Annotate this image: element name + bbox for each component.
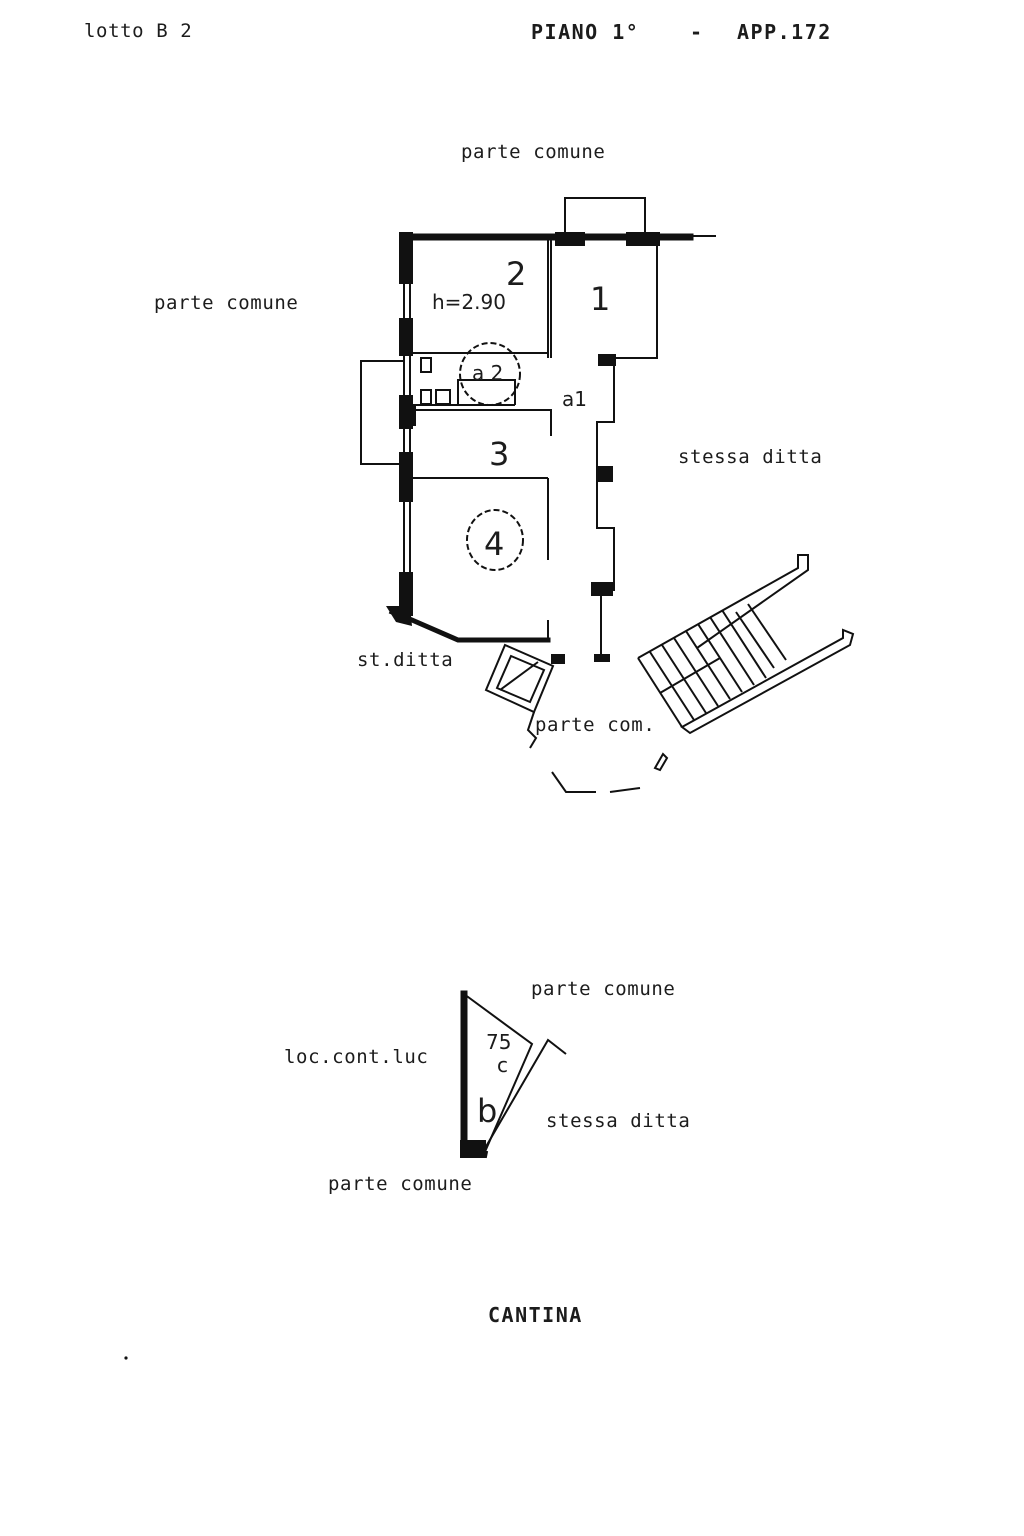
lot-label: lotto B 2: [84, 20, 192, 42]
cellar-neighbour-bottom: parte comune: [328, 1173, 472, 1195]
room-4-label: 4: [484, 525, 504, 563]
neighbour-left-label: parte comune: [154, 292, 298, 314]
neighbour-bottom-left-label: st.ditta: [357, 649, 453, 671]
staircase: [637, 554, 855, 735]
cellar-neighbour-left: loc.cont.luc: [284, 1046, 428, 1068]
room-2-height: h=2.90: [432, 290, 506, 314]
scan-speck: [124, 1356, 128, 1360]
room-a2-label: a 2: [472, 361, 503, 385]
room-1-label: 1: [590, 280, 610, 318]
room-2-label: 2: [506, 255, 526, 293]
apartment-walls: [360, 197, 716, 793]
cellar-title: CANTINA: [488, 1303, 583, 1327]
room-3-label: 3: [489, 435, 509, 473]
neighbour-top-label: parte comune: [461, 141, 605, 163]
cellar-room-label: b: [477, 1092, 497, 1130]
room-a1-label: a1: [562, 387, 587, 411]
cellar-number: 75: [486, 1030, 511, 1054]
cellar-sub-label: c: [497, 1053, 508, 1077]
neighbour-bottom-label: parte com.: [535, 714, 655, 736]
apartment-label: APP.172: [737, 20, 832, 44]
cellar-neighbour-right: stessa ditta: [546, 1110, 690, 1132]
neighbour-right-label: stessa ditta: [678, 446, 822, 468]
cellar-neighbour-top: parte comune: [531, 978, 675, 1000]
cellar-walls: [460, 990, 567, 1159]
floor-label: PIANO 1°: [531, 20, 639, 44]
header-separator: -: [690, 20, 704, 44]
